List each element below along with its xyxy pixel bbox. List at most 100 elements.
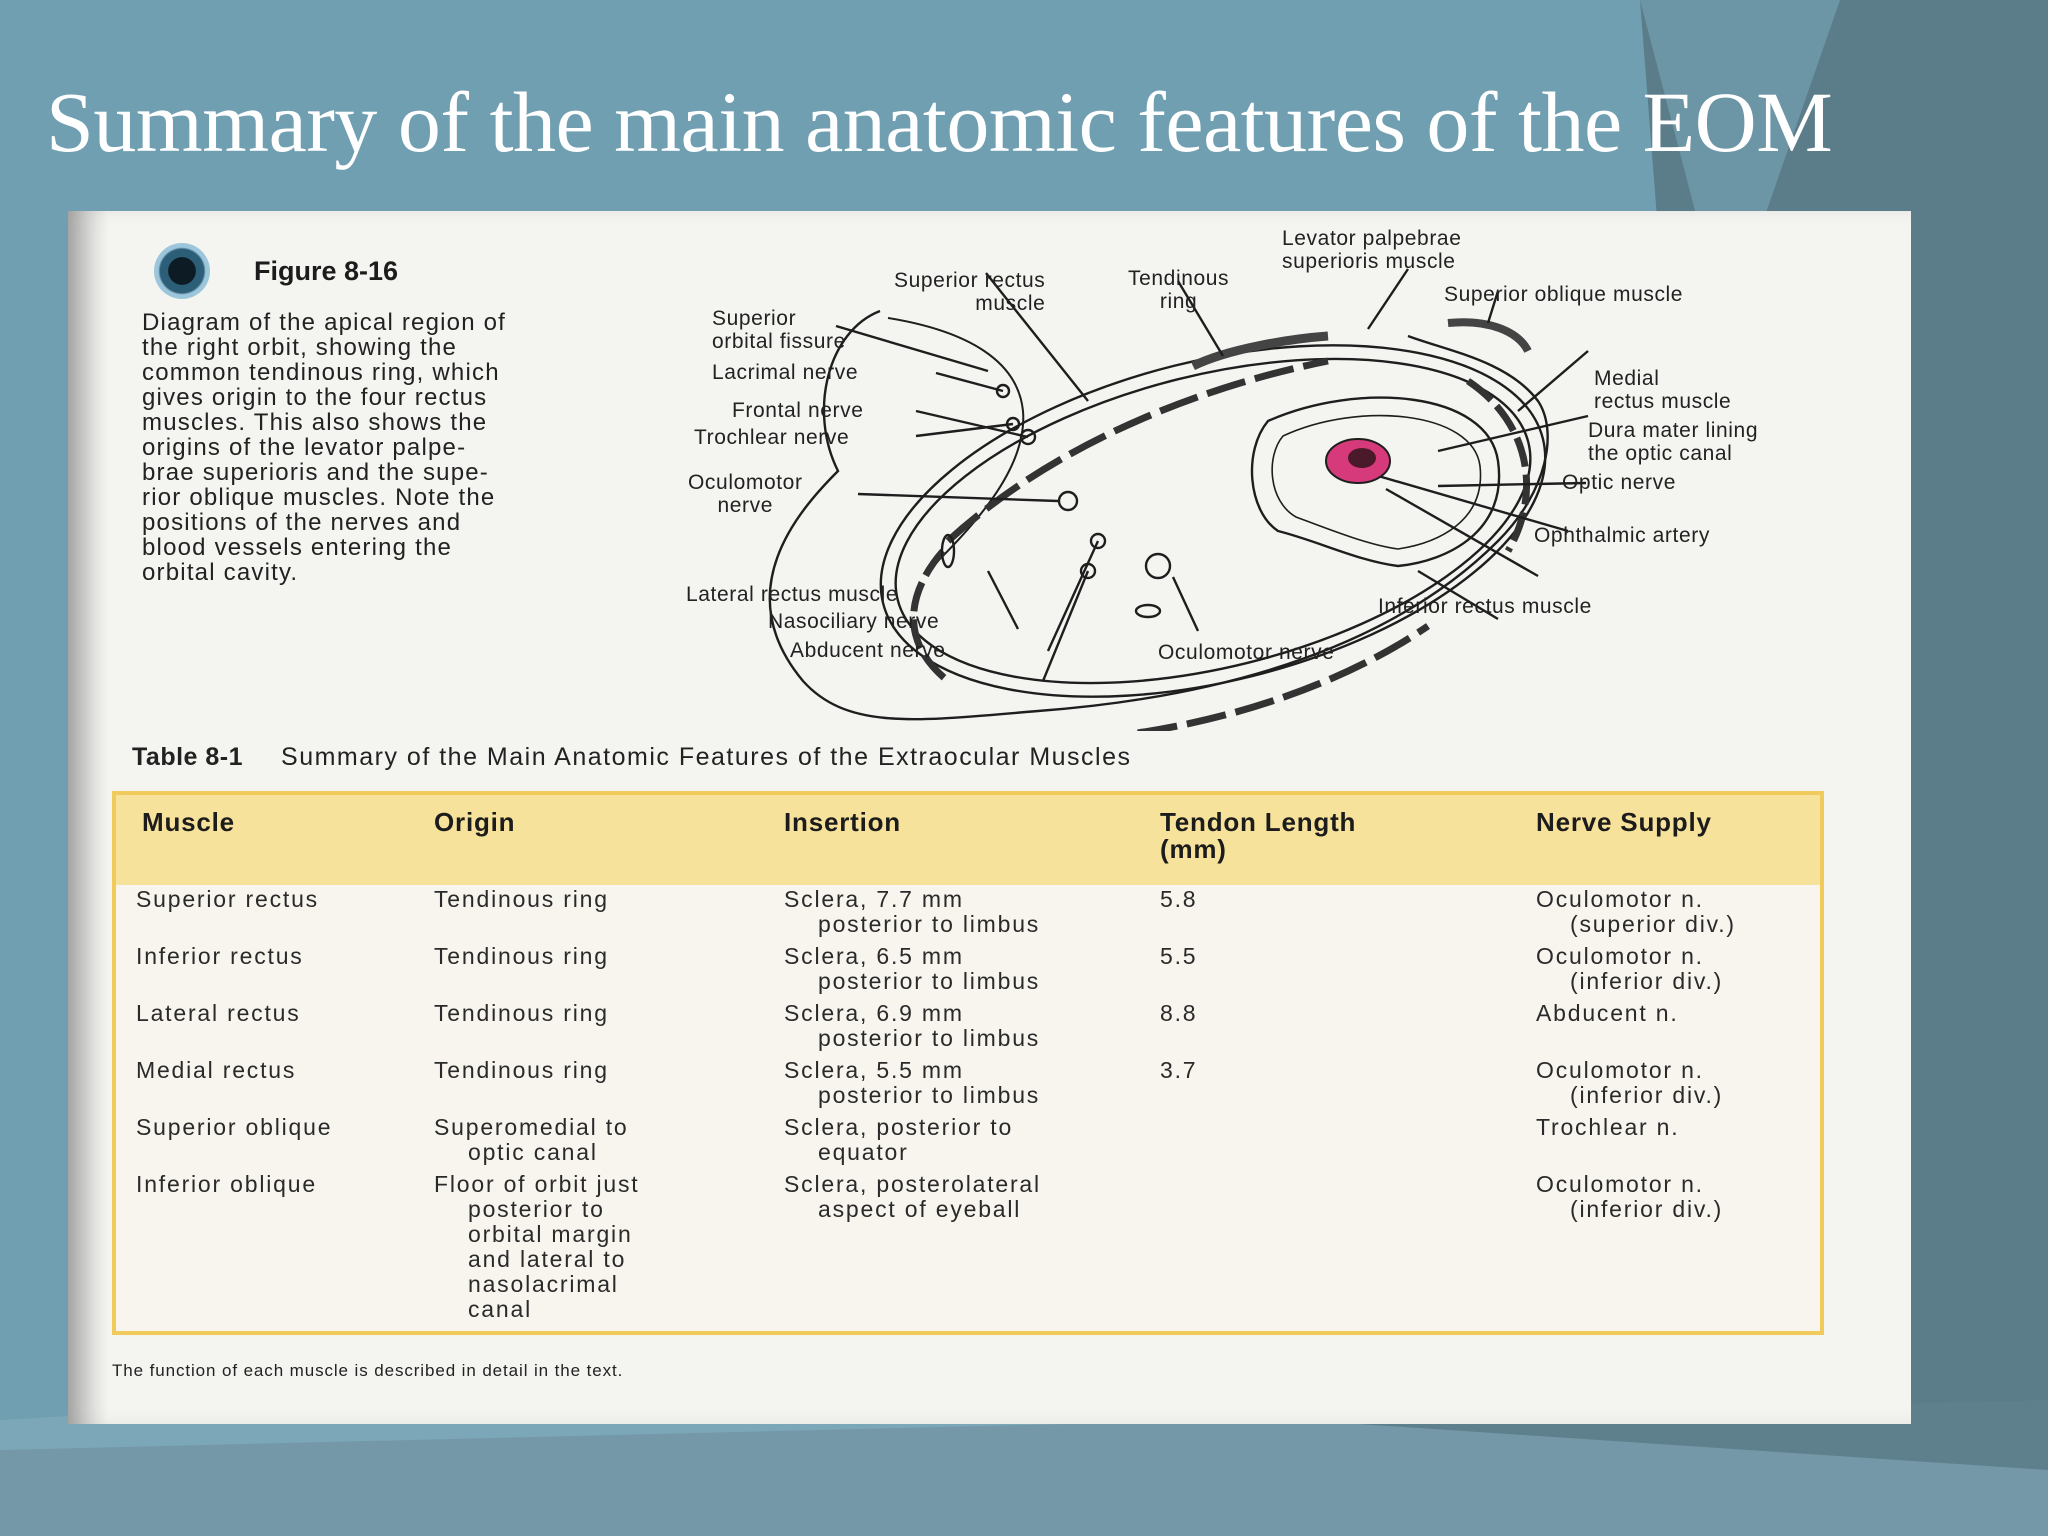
caption-line: brae superioris and the supe- <box>142 459 489 486</box>
label-superior-rectus: Superior rectus muscle <box>894 269 1046 315</box>
cell-muscle-line: Medial rectus <box>136 1057 297 1083</box>
cell-muscle-line: Superior rectus <box>136 886 319 912</box>
caption-line: gives origin to the four rectus <box>142 384 488 411</box>
cell-insertion-line: posterior to limbus <box>818 1025 1041 1051</box>
cell-insertion-line: posterior to limbus <box>818 968 1041 994</box>
label-lateral-rectus: Lateral rectus muscle <box>686 583 899 606</box>
cell-nerve-supply-line: Abducent n. <box>1536 1000 1679 1026</box>
cell-tendon-length: 5.8 <box>1160 886 1198 912</box>
header-muscle: Muscle <box>142 807 235 837</box>
label-tendinous-ring: Tendinous ring <box>1128 267 1230 313</box>
cell-origin-line: Tendinous ring <box>434 1057 609 1083</box>
cell-nerve-supply-line: (inferior div.) <box>1570 968 1724 994</box>
caption-line: Diagram of the apical region of <box>142 309 507 336</box>
cell-nerve-supply-line: Oculomotor n. <box>1536 943 1704 969</box>
orbit-apex-diagram <box>768 268 1589 731</box>
cell-insertion-line: Sclera, posterior to <box>784 1114 1014 1140</box>
cell-muscle: Inferior rectus <box>136 944 304 969</box>
label-frontal-nerve: Frontal nerve <box>732 399 864 422</box>
header-nerve-supply: Nerve Supply <box>1536 807 1712 837</box>
label-superior-oblique: Superior oblique muscle <box>1444 283 1684 306</box>
cell-origin-line: posterior to <box>468 1196 605 1222</box>
label-dura-mater: Dura mater lining the optic canal <box>1588 419 1759 465</box>
label-oculomotor-nerve-lower: Oculomotor nerve <box>1158 641 1335 664</box>
header-origin: Origin <box>434 807 516 837</box>
cell-nerve-supply: Oculomotor n.(superior div.) <box>1536 887 1736 937</box>
cell-muscle: Superior rectus <box>136 887 319 912</box>
cell-tendon-length: 5.5 <box>1160 943 1198 969</box>
label-abducent-nerve: Abducent nerve <box>790 639 946 662</box>
label-trochlear-nerve: Trochlear nerve <box>694 426 850 449</box>
cell-nerve-supply-line: Oculomotor n. <box>1536 886 1704 912</box>
table-footnote: The function of each muscle is described… <box>112 1361 624 1380</box>
cell-origin-line: nasolacrimal <box>468 1271 619 1297</box>
cell-origin: Tendinous ring <box>434 1001 609 1026</box>
caption-line: orbital cavity. <box>142 559 299 586</box>
cell-muscle-line: Superior oblique <box>136 1114 333 1140</box>
label-lacrimal-nerve: Lacrimal nerve <box>712 361 859 384</box>
caption-line: blood vessels entering the <box>142 534 453 561</box>
cell-insertion-line: Sclera, 5.5 mm <box>784 1057 964 1083</box>
cell-origin-line: Tendinous ring <box>434 943 609 969</box>
cell-insertion-line: Sclera, 7.7 mm <box>784 886 964 912</box>
cell-muscle-line: Inferior oblique <box>136 1171 317 1197</box>
caption-line: origins of the levator palpe- <box>142 434 467 461</box>
figure-marker-icon <box>154 243 210 299</box>
label-medial-rectus: Medial rectus muscle <box>1594 367 1732 413</box>
cell-tendon-length: 3.7 <box>1160 1057 1198 1083</box>
caption-line: muscles. This also shows the <box>142 409 488 436</box>
header-insertion: Insertion <box>784 807 901 837</box>
cell-tendon-length: 8.8 <box>1160 1000 1198 1026</box>
figure-label: Figure 8-16 <box>254 256 399 286</box>
extraocular-muscles-table: Muscle Origin Insertion Tendon Length (m… <box>112 791 1824 1335</box>
cell-nerve-supply-line: (inferior div.) <box>1570 1196 1724 1222</box>
cell-origin-line: Tendinous ring <box>434 1000 609 1026</box>
cell-insertion-line: posterior to limbus <box>818 1082 1041 1108</box>
slide-title: Summary of the main anatomic features of… <box>46 74 1833 170</box>
cell-nerve-supply-line: Oculomotor n. <box>1536 1171 1704 1197</box>
table-header: Muscle Origin Insertion Tendon Length (m… <box>116 795 1820 885</box>
cell-muscle: Inferior oblique <box>136 1172 317 1197</box>
cell-muscle-line: Inferior rectus <box>136 943 304 969</box>
label-levator-palpebrae: Levator palpebrae superioris muscle <box>1282 227 1462 273</box>
table-label: Table 8-1 <box>132 743 244 771</box>
cell-insertion-line: Sclera, 6.5 mm <box>784 943 964 969</box>
cell-origin: Tendinous ring <box>434 1058 609 1083</box>
cell-nerve-supply-line: (inferior div.) <box>1570 1082 1724 1108</box>
cell-nerve-supply: Trochlear n. <box>1536 1115 1679 1140</box>
cell-origin: Tendinous ring <box>434 887 609 912</box>
caption-line: the right orbit, showing the <box>142 334 458 361</box>
cell-nerve-supply: Oculomotor n.(inferior div.) <box>1536 944 1723 994</box>
cell-muscle: Medial rectus <box>136 1058 296 1083</box>
page-gutter-shadow <box>68 211 108 1424</box>
cell-insertion-line: Sclera, posterolateral <box>784 1171 1041 1197</box>
cell-origin-line: canal <box>468 1296 532 1322</box>
cell-muscle: Superior oblique <box>136 1115 332 1140</box>
cell-origin-line: and lateral to <box>468 1246 627 1272</box>
cell-origin-line: orbital margin <box>468 1221 633 1247</box>
label-optic-nerve: Optic nerve <box>1562 471 1676 494</box>
label-superior-orbital-fissure: Superior orbital fissure <box>712 307 846 353</box>
label-oculomotor-nerve-upper: Oculomotor nerve <box>688 471 803 517</box>
caption-line: common tendinous ring, which <box>142 359 500 386</box>
caption-line: rior oblique muscles. Note the <box>142 484 496 511</box>
cell-nerve-supply: Abducent n. <box>1536 1001 1679 1026</box>
label-inferior-rectus: Inferior rectus muscle <box>1378 595 1592 618</box>
cell-nerve-supply: Oculomotor n.(inferior div.) <box>1536 1058 1723 1108</box>
cell-muscle: Lateral rectus <box>136 1001 301 1026</box>
cell-nerve-supply-line: (superior div.) <box>1570 911 1736 937</box>
table-caption: Summary of the Main Anatomic Features of… <box>281 743 1132 771</box>
cell-origin-line: Superomedial to <box>434 1114 629 1140</box>
label-ophthalmic-artery: Ophthalmic artery <box>1534 524 1710 547</box>
cell-insertion-line: posterior to limbus <box>818 911 1041 937</box>
header-tendon-length: Tendon Length (mm) <box>1160 807 1357 864</box>
cell-insertion-line: Sclera, 6.9 mm <box>784 1000 964 1026</box>
cell-insertion-line: aspect of eyeball <box>818 1196 1022 1222</box>
